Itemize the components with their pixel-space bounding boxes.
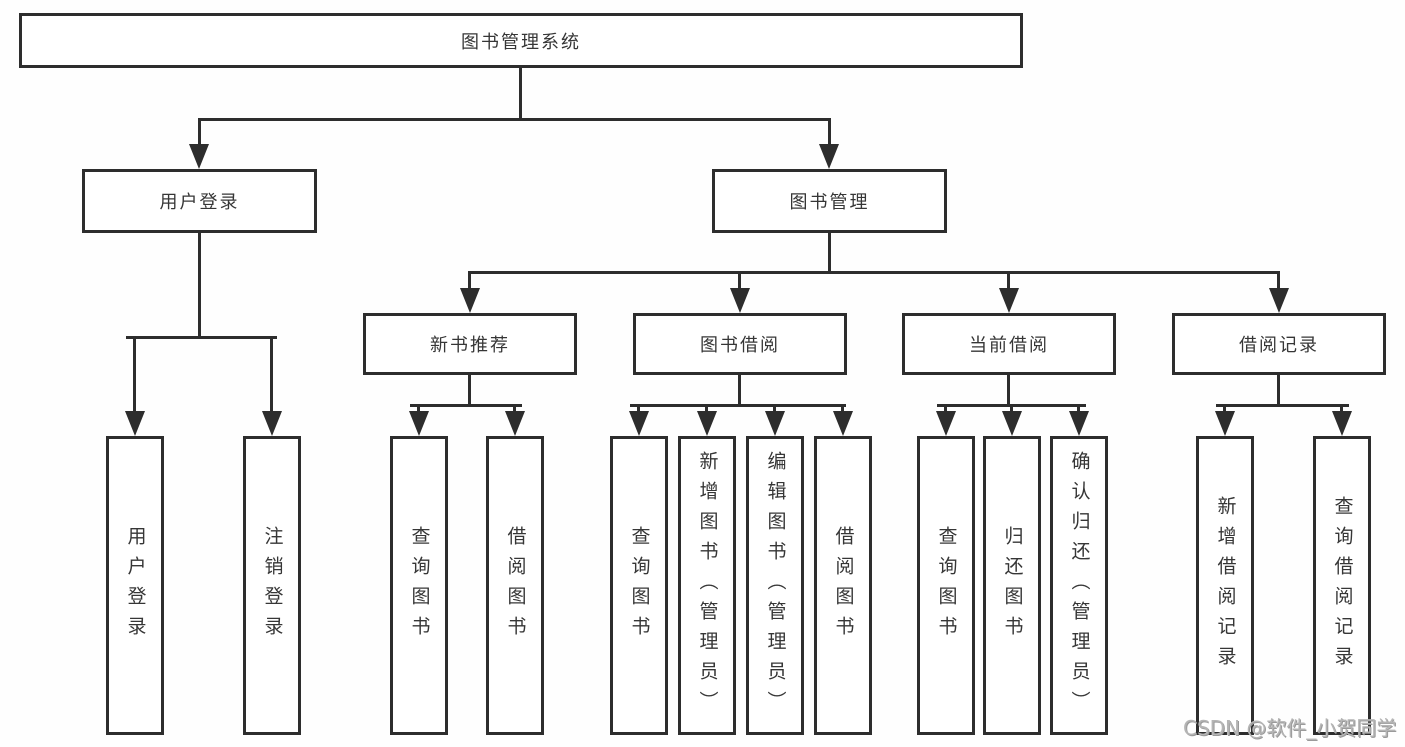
connector-stub: [270, 336, 273, 414]
node-current-borrowing-label: 当前借阅: [969, 335, 1049, 356]
arrowhead: [189, 144, 209, 169]
leaf-current-query-books-label: 查询图书: [935, 525, 958, 646]
arrowhead: [936, 411, 956, 436]
leaf-borrowing-query-books: 查询图书: [610, 436, 668, 735]
node-book-borrowing-label: 图书借阅: [700, 335, 780, 356]
connector-stub: [738, 271, 741, 291]
arrowhead: [409, 411, 429, 436]
leaf-records-query-borrow-record-label: 查询借阅记录: [1331, 495, 1354, 676]
connector-stub: [1077, 404, 1080, 414]
leaf-user-login-label: 用户登录: [124, 525, 147, 646]
arrowhead: [629, 411, 649, 436]
leaf-current-return-books: 归还图书: [983, 436, 1041, 735]
node-user-login-label: 用户登录: [159, 192, 240, 213]
arrowhead: [262, 411, 282, 436]
connector-bar: [1216, 404, 1349, 407]
node-library-system: 图书管理系统: [19, 13, 1023, 68]
node-library-system-label: 图书管理系统: [461, 31, 581, 53]
arrowhead: [1215, 411, 1235, 436]
node-book-borrowing: 图书借阅: [633, 313, 847, 375]
node-borrowing-records-label: 借阅记录: [1239, 335, 1319, 356]
leaf-current-confirm-return-admin: 确认归还（管理员）: [1050, 436, 1108, 735]
leaf-current-confirm-return-admin-label: 确认归还（管理员）: [1068, 450, 1091, 721]
node-book-management-label: 图书管理: [789, 192, 870, 213]
csdn-watermark: CSDN @软件_小贺同学: [1183, 716, 1397, 740]
node-user-login: 用户登录: [82, 169, 317, 233]
node-book-management: 图书管理: [712, 169, 947, 233]
connector-book-stem: [828, 233, 831, 274]
connector-root-stem: [519, 68, 522, 118]
leaf-recommend-borrow-books: 借阅图书: [486, 436, 544, 735]
leaf-borrowing-query-books-label: 查询图书: [628, 525, 651, 646]
leaf-logout-login-label: 注销登录: [261, 525, 284, 646]
connector-stub: [841, 404, 844, 414]
leaf-current-query-books: 查询图书: [917, 436, 975, 735]
arrowhead: [1069, 411, 1089, 436]
connector-bar: [630, 404, 846, 407]
leaf-records-add-borrow-record-label: 新增借阅记录: [1214, 495, 1237, 676]
arrowhead: [819, 144, 839, 169]
connector-stub: [1340, 404, 1343, 414]
arrowhead: [697, 411, 717, 436]
connector-stem: [468, 375, 471, 407]
node-new-book-recommendation-label: 新书推荐: [430, 335, 510, 356]
connector-stub: [1007, 271, 1010, 291]
node-borrowing-records: 借阅记录: [1172, 313, 1386, 375]
leaf-records-query-borrow-record: 查询借阅记录: [1313, 436, 1371, 735]
connector-stub: [637, 404, 640, 414]
connector-stub: [944, 404, 947, 414]
connector-bar: [410, 404, 522, 407]
node-current-borrowing: 当前借阅: [902, 313, 1116, 375]
arrowhead: [999, 288, 1019, 313]
leaf-logout-login: 注销登录: [243, 436, 301, 735]
connector-stem: [1007, 375, 1010, 407]
connector-stub: [1010, 404, 1013, 414]
connector-stub: [1223, 404, 1226, 414]
connector-stub: [468, 271, 471, 291]
leaf-borrowing-borrow-books-label: 借阅图书: [832, 525, 855, 646]
leaf-recommend-query-books-label: 查询图书: [408, 525, 431, 646]
leaf-recommend-borrow-books-label: 借阅图书: [504, 525, 527, 646]
leaf-user-login: 用户登录: [106, 436, 164, 735]
connector-stub: [133, 336, 136, 414]
connector-stub: [198, 118, 201, 146]
connector-stub: [417, 404, 420, 414]
arrowhead: [1332, 411, 1352, 436]
leaf-borrowing-add-books-admin-label: 新增图书（管理员）: [696, 450, 719, 721]
connector-stub: [513, 404, 516, 414]
leaf-borrowing-edit-books-admin: 编辑图书（管理员）: [746, 436, 804, 735]
leaf-current-return-books-label: 归还图书: [1001, 525, 1024, 646]
connector-stub: [1277, 271, 1280, 291]
connector-root-bar: [198, 118, 831, 121]
leaf-borrowing-add-books-admin: 新增图书（管理员）: [678, 436, 736, 735]
arrowhead: [730, 288, 750, 313]
arrowhead: [1002, 411, 1022, 436]
connector-stub: [705, 404, 708, 414]
arrowhead: [765, 411, 785, 436]
connector-user-bar: [126, 336, 277, 339]
leaf-borrowing-edit-books-admin-label: 编辑图书（管理员）: [764, 450, 787, 721]
node-new-book-recommendation: 新书推荐: [363, 313, 577, 375]
arrowhead: [125, 411, 145, 436]
leaf-records-add-borrow-record: 新增借阅记录: [1196, 436, 1254, 735]
arrowhead: [460, 288, 480, 313]
arrowhead: [1269, 288, 1289, 313]
connector-stem: [738, 375, 741, 407]
arrowhead: [833, 411, 853, 436]
leaf-borrowing-borrow-books: 借阅图书: [814, 436, 872, 735]
connector-user-stem: [198, 233, 201, 339]
leaf-recommend-query-books: 查询图书: [390, 436, 448, 735]
connector-stub: [828, 118, 831, 146]
connector-stub: [773, 404, 776, 414]
connector-book-bar: [468, 271, 1280, 274]
connector-stem: [1277, 375, 1280, 407]
arrowhead: [505, 411, 525, 436]
